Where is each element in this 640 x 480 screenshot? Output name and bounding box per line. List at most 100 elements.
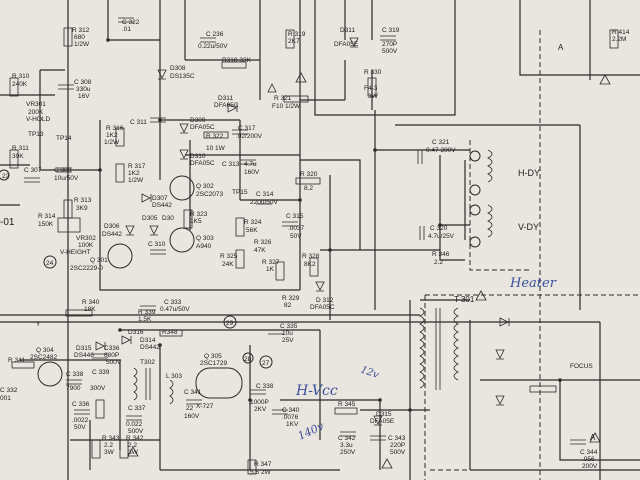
label-c314-value: 220u/50V	[250, 199, 278, 206]
label-c317: C 317	[238, 125, 256, 132]
label-node-29: 29	[226, 320, 234, 327]
label-c336-value: 680P	[104, 352, 119, 359]
label-r347-value: 5.6 2W	[250, 469, 271, 476]
label-d308: D308	[170, 65, 186, 72]
label-c336b-volt: 50V	[74, 424, 86, 431]
label-c319-value: 270P	[382, 41, 397, 48]
label-d315-value: DS446	[74, 352, 94, 359]
label-r324-value: 56K	[246, 227, 258, 234]
label-r346: R 346	[432, 251, 450, 258]
transformers-coils	[133, 149, 493, 405]
label-c335-value: 10u	[282, 330, 293, 337]
label-q302: Q 302	[196, 183, 214, 190]
label-c342: C 342	[338, 435, 356, 442]
label-r342: R 342	[126, 435, 144, 442]
label-vr302-name: V-HEIGHT	[60, 249, 91, 256]
label-c308-volt: 16V	[78, 93, 90, 100]
label-r324: R 324	[244, 219, 262, 226]
label-r310: R 310	[12, 73, 30, 80]
label-r327: R 327	[262, 259, 280, 266]
label-c333-value: 0.47u/50V	[160, 306, 190, 313]
label-vr301: VR301	[26, 101, 46, 108]
label-r328-value: 8K2	[304, 261, 316, 268]
label-a-focus: A	[590, 433, 596, 442]
label-r327-value: 1K	[266, 266, 275, 273]
resistors	[9, 27, 619, 475]
label-d312-value: DFA05C	[310, 304, 335, 311]
handwritten-140v: 140v	[296, 419, 327, 443]
label-c319-volt: 500V	[382, 48, 398, 55]
label-c236: C 236	[206, 31, 224, 38]
label-c313: C 313	[222, 161, 240, 168]
label-c315-volt: 50V	[290, 233, 302, 240]
label-c336: C336	[104, 345, 120, 352]
label-c332-value: 001	[0, 395, 11, 402]
label-r320-value: 8.2	[304, 185, 313, 192]
label-r323-value: 1K5	[190, 218, 202, 225]
label-r339: R 339	[138, 309, 156, 316]
label-vr301-name: V-HOLD	[26, 116, 51, 123]
dashed-outlines	[424, 30, 640, 480]
label-d312: D 312	[316, 297, 334, 304]
label-c337-volt: 500V	[128, 428, 144, 435]
label-c335: C 335	[280, 323, 298, 330]
label-r346-value: 2.2	[434, 259, 443, 266]
label-c236-value: 0.22u/50V	[198, 43, 228, 50]
label-c315: C 315	[286, 213, 304, 220]
label-c333: C 333	[164, 299, 182, 306]
label-c308: C 308	[74, 79, 92, 86]
label-c336-volt: 500V	[106, 359, 122, 366]
label-node-22: 22	[2, 173, 10, 180]
label-q304: Q 304	[36, 347, 54, 354]
label-r322-value: 10 1W	[206, 145, 226, 152]
label-tp15: TP15	[232, 189, 248, 196]
label-c344: C 344	[580, 449, 598, 456]
label-q303-value: A940	[196, 243, 212, 250]
label-q303: Q 303	[196, 235, 214, 242]
component-labels: C 322 .01 R 312 680 1/2W C 236 0.22u/50V…	[0, 19, 630, 476]
label-c332: C 332	[0, 387, 18, 394]
label-r319-value: 2K7	[288, 38, 300, 45]
label-c311: C 311	[130, 119, 147, 126]
label-c336b-value: .0022	[72, 417, 89, 424]
label-node-27: 27	[262, 360, 270, 367]
label-c343: C 343	[388, 435, 406, 442]
label-r340-value: 18K	[84, 306, 96, 313]
transistors	[37, 175, 243, 399]
label-r343-value: 2.2	[104, 442, 113, 449]
label-c335-volt: 25V	[282, 337, 294, 344]
label-r342-watt: 3W	[128, 449, 139, 456]
label-r312: R 312	[72, 27, 90, 34]
label-r329: R 329	[282, 295, 300, 302]
handwritten-hvcc: H-Vcc	[295, 383, 338, 399]
label-c313-value: 4.7u	[244, 161, 257, 168]
label-r310-value: 240K	[12, 81, 28, 88]
label-r317-watt: 1/2W	[128, 177, 144, 184]
label-r322: R 322	[206, 133, 224, 140]
label-node-01: -01	[0, 217, 15, 228]
label-c342-value: 3.3u	[340, 442, 353, 449]
label-tp13: TP13	[28, 131, 44, 138]
label-c343-volt: 500V	[390, 449, 406, 456]
label-vr302: VR302	[76, 235, 96, 242]
label-q301-value: 2SC2229-0	[70, 265, 103, 272]
label-r317-value: 1K2	[128, 170, 140, 177]
label-c338-value: 7900	[66, 385, 81, 392]
label-c342-volt: 250V	[340, 449, 356, 456]
label-r343: R 343	[102, 435, 120, 442]
label-d310: D310	[190, 153, 206, 160]
label-l303: L 303	[166, 373, 182, 380]
label-r414-value: 2.2M	[612, 36, 626, 43]
label-r328: R 328	[302, 253, 320, 260]
label-r312-watt: 1/2W	[74, 41, 90, 48]
label-c341-value: 22	[186, 405, 194, 412]
label-r316-watt: 1/2W	[104, 139, 120, 146]
label-r345: R 345	[338, 401, 356, 408]
connector-terminals	[0, 150, 481, 369]
label-c320-value: 4.7u/25V	[428, 233, 455, 240]
label-c310: C 310	[148, 241, 166, 248]
label-r313: R 313	[74, 197, 92, 204]
label-t302: T302	[140, 359, 155, 366]
label-d308-value: DS135C	[170, 73, 195, 80]
handwritten-annotations: Heater H-Vcc 12v 140v	[295, 276, 557, 443]
